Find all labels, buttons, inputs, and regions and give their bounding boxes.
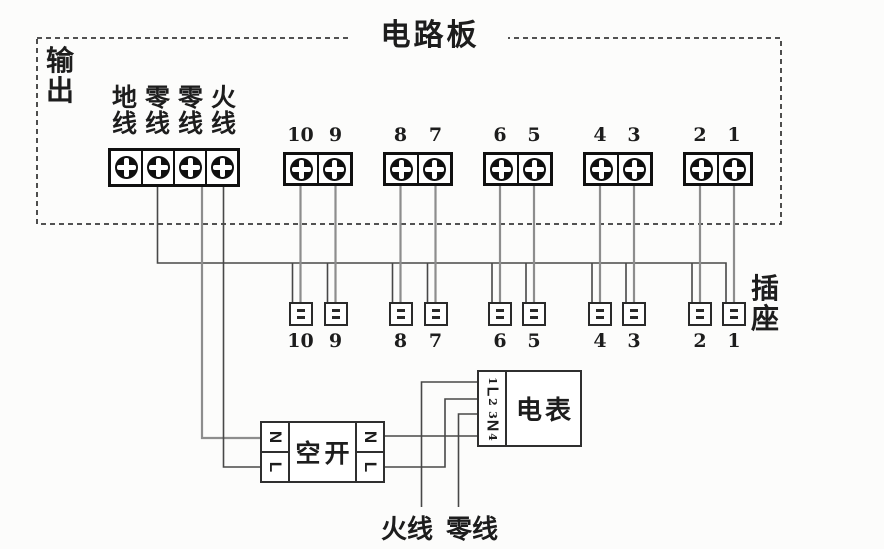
board-terminal-2 [686,155,717,183]
mains-neutral-label: 零线 [445,514,498,544]
terminal-number-4: 4 [593,124,607,146]
meter-label: 电表 [515,395,574,425]
terminal-number-6: 6 [493,124,507,146]
terminal-number-8: 8 [393,124,408,146]
screw-icon [290,157,313,181]
circuit-board-title: 电路板 [352,14,508,58]
socket-number-3: 3 [627,330,641,352]
circuit-breaker: N L 空开 N L [260,421,385,483]
screw-icon [210,156,234,179]
terminal-pair-4-3 [583,152,653,186]
socket-5 [522,302,546,326]
board-terminal-3 [617,155,650,183]
power-terminal-label-live: 火线 [210,84,236,138]
screw-icon [723,157,746,181]
electric-meter: 1 L 2 3 N 4 电表 [477,370,582,447]
socket-number-4: 4 [593,330,607,352]
meter-terminal-strip: 1 L 2 3 N 4 [479,372,507,445]
terminal-number-10: 10 [287,124,314,146]
breaker-terminal-n-right: N [357,423,383,453]
socket-4 [588,302,612,326]
breaker-terminal-l-right-label: L [360,461,380,473]
socket-number-6: 6 [493,330,507,352]
socket-6 [488,302,512,326]
socket-1 [722,302,746,326]
socket-2 [688,302,712,326]
wire-mains-neutral [457,413,477,507]
screw-icon [590,157,613,181]
screw-icon [390,157,413,181]
breaker-left-terminals: N L [262,423,290,481]
mains-live-label: 火线 [380,514,433,544]
screw-icon [690,157,713,181]
screw-icon [114,156,138,179]
breaker-terminal-l-left: L [262,453,288,481]
terminal-number-9: 9 [328,124,343,146]
socket-number-2: 2 [693,330,707,352]
power-terminal-neutral-2 [173,151,205,184]
socket-number-7: 7 [428,330,443,352]
board-terminal-9 [317,155,350,183]
power-terminal-ground [111,151,141,184]
screw-icon [178,156,202,179]
terminal-number-3: 3 [627,124,641,146]
wire-breaker-feed-neutral [200,187,260,440]
screw-icon [323,157,346,181]
wire-breaker-feed-live [222,187,260,468]
board-terminal-1 [717,155,750,183]
board-terminal-7 [417,155,450,183]
socket-number-5: 5 [527,330,541,352]
board-terminal-6 [486,155,517,183]
socket-9 [323,302,348,326]
wire-mains-live [420,381,477,507]
board-terminal-5 [517,155,550,183]
terminal-pair-6-5 [483,152,553,186]
output-label: 输出 [45,45,74,106]
screw-icon [146,156,170,179]
power-terminal-label-neutral-1: 零线 [144,84,170,138]
wire-neutral-bus [156,187,727,302]
screw-icon [490,157,513,181]
screw-icon [623,157,646,181]
breaker-label: 空开 [295,440,354,468]
socket-number-9: 9 [328,330,343,352]
power-terminal-neutral-1 [141,151,173,184]
power-terminal-live [205,151,237,184]
terminal-pair-8-7 [383,152,453,186]
breaker-terminal-n-left-label: N [266,430,285,444]
board-terminal-8 [386,155,417,183]
breaker-terminal-n-right-label: N [361,430,380,444]
power-terminal-label-ground: 地线 [111,84,137,138]
socket-7 [423,302,448,326]
socket-number-1: 1 [727,330,741,352]
meter-terminal-4: 4 [486,433,499,441]
breaker-right-terminals: N L [355,423,383,481]
breaker-terminal-l-left-label: L [265,461,285,473]
power-terminal-label-neutral-2: 零线 [177,84,203,138]
board-terminal-4 [586,155,617,183]
terminal-pair-2-1 [683,152,753,186]
terminal-pair-10-9 [283,152,353,186]
sockets-group-label: 插座 [750,273,779,334]
screw-icon [423,157,446,181]
socket-8 [388,302,413,326]
terminal-number-7: 7 [428,124,443,146]
power-terminal-block [108,148,240,187]
screw-icon [523,157,546,181]
socket-number-10: 10 [287,330,314,352]
socket-3 [622,302,646,326]
board-terminal-10 [286,155,317,183]
terminal-number-1: 1 [727,124,741,146]
wire-breaker-to-meter-live [385,398,477,468]
socket-10 [288,302,313,326]
breaker-terminal-l-right: L [357,453,383,481]
breaker-terminal-n-left: N [262,423,288,453]
terminal-number-5: 5 [527,124,541,146]
terminal-number-2: 2 [693,124,707,146]
socket-number-8: 8 [393,330,408,352]
